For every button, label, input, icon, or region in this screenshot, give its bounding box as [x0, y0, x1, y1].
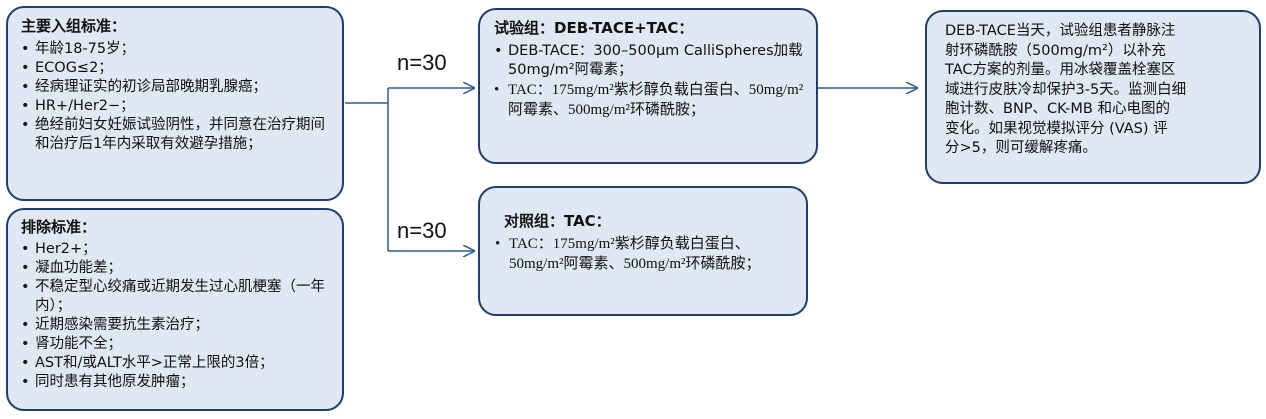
list-item: TAC：175mg/m²紫杉醇负载白蛋白、50mg/m²阿霉素、500mg/m²…	[494, 234, 794, 274]
list-item: AST和/或ALT水平>正常上限的3倍；	[20, 354, 340, 373]
list-item: TAC：175mg/m²紫杉醇负载白蛋白、50mg/m²阿霉素、500mg/m²…	[493, 80, 805, 120]
list-item: 经病理证实的初诊局部晚期乳腺癌；	[20, 78, 338, 97]
note-line: TAC方案的剂量。用冰袋覆盖栓塞区	[945, 62, 1176, 78]
list-item: HR+/Her2−；	[20, 97, 338, 116]
control-arm-title: 对照组：TAC：	[504, 212, 611, 230]
note-line: 域进行皮肤冷却保护3-5天。监测白细	[945, 81, 1187, 98]
control-n-label: n=30	[397, 218, 447, 243]
inclusion-title: 主要入组标准：	[21, 17, 127, 35]
protocol-note-box: DEB-TACE当天，试验组患者静脉注 射环磷酰胺（500mg/m²）以补充 T…	[925, 10, 1261, 184]
experimental-arm-box: 试验组：DEB-TACE+TAC： DEB-TACE：300–500μm Cal…	[478, 8, 818, 164]
list-item: 同时患有其他原发肿瘤；	[20, 373, 340, 392]
note-line: 变化。如果视觉模拟评分 (VAS) 评	[945, 120, 1168, 137]
note-line: 胞计数、BNP、CK-MB 和心电图的	[945, 101, 1170, 117]
exclusion-list: Her2+； 凝血功能差； 不稳定型心绞痛或近期发生过心肌梗塞（一年内）； 近期…	[20, 240, 340, 392]
list-item: 近期感染需要抗生素治疗；	[20, 316, 340, 335]
control-arm-box: 对照组：TAC： TAC：175mg/m²紫杉醇负载白蛋白、50mg/m²阿霉素…	[478, 186, 808, 316]
experimental-arm-title: 试验组：DEB-TACE+TAC：	[494, 19, 694, 37]
experimental-n-label: n=30	[397, 50, 447, 75]
note-line: 分>5，则可缓解疼痛。	[945, 140, 1097, 156]
list-item: DEB-TACE：300–500μm CalliSpheres加载50mg/m²…	[493, 42, 805, 80]
list-item: 肾功能不全；	[20, 335, 340, 354]
list-item: 绝经前妇女妊娠试验阴性，并同意在治疗期间和治疗后1年内采取有效避孕措施；	[20, 116, 325, 154]
protocol-note-text: DEB-TACE当天，试验组患者静脉注 射环磷酰胺（500mg/m²）以补充 T…	[945, 22, 1250, 159]
inclusion-list: 年龄18-75岁； ECOG≤2； 经病理证实的初诊局部晚期乳腺癌； HR+/H…	[20, 40, 338, 154]
list-item: 年龄18-75岁；	[20, 40, 338, 59]
experimental-arm-list: DEB-TACE：300–500μm CalliSpheres加载50mg/m²…	[493, 42, 805, 120]
list-item: Her2+；	[20, 240, 340, 259]
list-item: 不稳定型心绞痛或近期发生过心肌梗塞（一年内）；	[20, 278, 325, 316]
note-line: DEB-TACE当天，试验组患者静脉注	[945, 23, 1176, 39]
list-item: ECOG≤2；	[20, 59, 338, 78]
exclusion-criteria-box: 排除标准： Her2+； 凝血功能差； 不稳定型心绞痛或近期发生过心肌梗塞（一年…	[6, 208, 344, 411]
control-arm-list: TAC：175mg/m²紫杉醇负载白蛋白、50mg/m²阿霉素、500mg/m²…	[494, 234, 794, 274]
list-item: 凝血功能差；	[20, 259, 340, 278]
note-line: 射环磷酰胺（500mg/m²）以补充	[945, 42, 1166, 59]
exclusion-title: 排除标准：	[21, 218, 97, 236]
inclusion-criteria-box: 主要入组标准： 年龄18-75岁； ECOG≤2； 经病理证实的初诊局部晚期乳腺…	[6, 6, 344, 201]
